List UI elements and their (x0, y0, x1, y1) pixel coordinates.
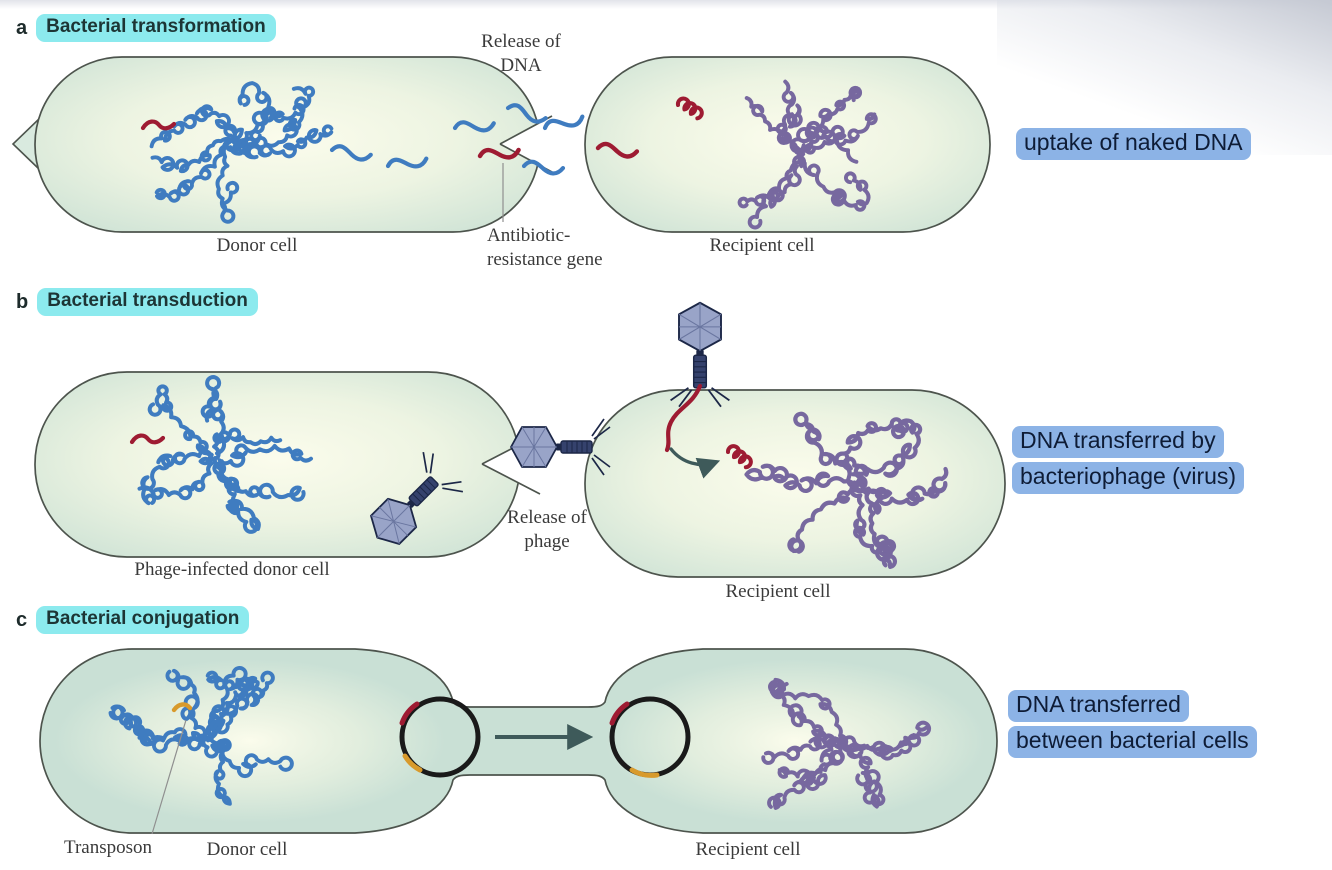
conjugating-cells-outline (39, 648, 998, 834)
injected-dna-strand (664, 383, 703, 453)
panel-b-letter: b (16, 290, 29, 313)
transposon-segment (171, 702, 193, 713)
resistance-gene-segment-b (129, 433, 166, 445)
annotation-transduction: DNA transferred by bacteriophage (virus) (1012, 426, 1245, 498)
annotation-transformation-text: uptake of naked DNA (1016, 128, 1251, 160)
panel-a-art (11, 56, 991, 233)
donor-cell-label-c: Donor cell (206, 839, 288, 860)
panel-c-art (39, 648, 998, 835)
donor-cell-label-a: Donor cell (216, 235, 298, 256)
panel-b-title: Bacterial transduction (37, 288, 258, 316)
panel-c-header: c Bacterial conjugation (16, 606, 250, 634)
annotation-transformation: uptake of naked DNA (1016, 128, 1251, 164)
recipient-cell-label-c: Recipient cell (695, 839, 801, 860)
release-of-dna-line2: DNA (500, 55, 542, 77)
recipient-cell-label-b: Recipient cell (725, 581, 831, 602)
phage-infected-donor-label: Phage-infected donor cell (134, 559, 330, 580)
antibiotic-resistance-gene-label: Antibiotic- resistance gene (487, 224, 603, 273)
panel-a-title: Bacterial transformation (36, 14, 276, 42)
panel-b-art (34, 301, 1006, 578)
plasmid-recipient (609, 696, 691, 778)
donor-cell-a-pinched-tip (11, 117, 41, 171)
donor-chromosome-a (149, 81, 334, 224)
transposon-pointer-line (151, 719, 187, 835)
donor-cell-c-glow (55, 659, 445, 823)
recipient-cell-label-a: Recipient cell (709, 235, 815, 256)
injection-arrow (669, 447, 721, 479)
donor-cell-b (34, 371, 521, 558)
release-of-phage-line2: phage (524, 531, 570, 553)
panel-a-header: a Bacterial transformation (16, 14, 276, 42)
panel-a-letter: a (16, 16, 28, 39)
donor-chromosome-b (137, 375, 313, 534)
annotation-conjugation-line1: DNA transferred (1008, 690, 1189, 722)
gene-label-line2: resistance gene (487, 249, 603, 271)
annotation-conjugation-line2: between bacterial cells (1008, 726, 1257, 758)
release-of-phage-label: Release of phage (507, 506, 587, 555)
recipient-chromosome-c (761, 677, 932, 810)
release-of-dna-label: Release of DNA (481, 30, 561, 79)
annotation-conjugation: DNA transferred between bacterial cells (1008, 690, 1257, 762)
annotation-transduction-line2: bacteriophage (virus) (1012, 462, 1245, 494)
resistance-gene-segment-a (140, 119, 177, 131)
gene-label-line1: Antibiotic- (487, 225, 571, 246)
recipient-chromosome-a (737, 79, 878, 230)
release-of-phage-line1: Release of (507, 507, 587, 528)
panel-b-header: b Bacterial transduction (16, 288, 258, 316)
slide-top-gradient (0, 0, 1332, 9)
recipient-cell-c-glow (605, 659, 985, 823)
donor-chromosome-c (108, 666, 294, 806)
panel-c-title: Bacterial conjugation (36, 606, 250, 634)
plasmid-donor (399, 696, 481, 778)
annotation-transduction-line1: DNA transferred by (1012, 426, 1224, 458)
transposon-label: Transposon (64, 837, 152, 858)
release-of-dna-line1: Release of (481, 31, 561, 52)
panel-c-letter: c (16, 608, 28, 631)
recipient-chromosome-b (744, 411, 949, 569)
